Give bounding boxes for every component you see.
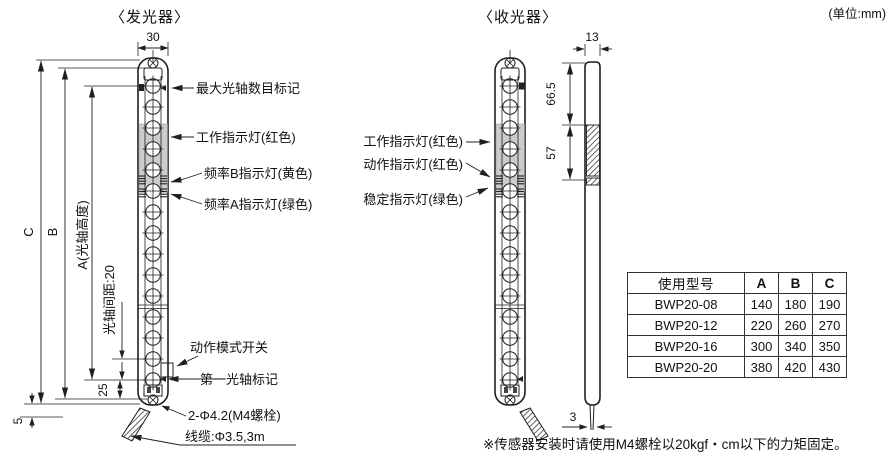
- receiver-top-bracket: [500, 67, 520, 81]
- receiver-front-view: [494, 50, 549, 442]
- receiver-bottom-bracket: [500, 384, 520, 397]
- receiver-callouts: 工作指示灯(红色) 动作指示灯(红色) 稳定指示灯(绿色): [363, 134, 491, 207]
- emitter-first-axis-mark-graphic: [160, 376, 166, 382]
- dim-57: 57: [544, 146, 558, 160]
- mounting-footnote: ※传感器安装时请使用M4螺栓以20kgf・cm以下的力矩固定。: [483, 437, 848, 452]
- dim-25: 25: [96, 383, 110, 397]
- dim-66-5: 66.5: [544, 82, 558, 106]
- emitter-bottom-bracket: [143, 384, 163, 397]
- table-cell-c: 270: [812, 314, 847, 336]
- label-cable: 线缆:Φ3.5,3m: [185, 429, 265, 444]
- table-cell-a: 220: [744, 314, 779, 336]
- dim-height-b: B: [45, 228, 60, 237]
- dim-side-width-13: 13: [585, 30, 599, 44]
- table-cell-model: BWP20-16: [627, 335, 745, 357]
- emitter-max-axis-mark-graphic: [139, 84, 144, 91]
- dim-height-c: C: [21, 227, 36, 236]
- receiver-first-axis-mark-graphic: [517, 376, 523, 382]
- emitter-dimensions: 30 C B A(光轴高度) 光轴间距:20 25 5: [11, 30, 169, 428]
- dim-axis-pitch: 光轴间距:20: [102, 265, 117, 335]
- table-row: BWP20-16 300 340 350: [627, 335, 847, 357]
- table-cell-c: 430: [812, 356, 847, 378]
- label-freq-b-led: 频率B指示灯(黄色): [204, 166, 312, 181]
- receiver-max-axis-mark-graphic: [519, 82, 525, 90]
- table-cell-b: 260: [778, 314, 813, 336]
- table-header-a: A: [744, 272, 779, 294]
- table-cell-a: 380: [744, 356, 779, 378]
- emitter-callouts: 最大光轴数目标记 工作指示灯(红色) 频率B指示灯(黄色) 频率A指示灯(绿色)…: [130, 81, 312, 446]
- receiver-cable-graphic: [519, 407, 549, 442]
- table-row: BWP20-12 220 260 270: [627, 314, 847, 336]
- table-cell-c: 350: [812, 335, 847, 357]
- table-header-c: C: [812, 272, 847, 294]
- table-cell-b: 420: [778, 356, 813, 378]
- emitter-front-view: [121, 50, 174, 442]
- dim-5: 5: [11, 417, 25, 424]
- dim-cable-3: 3: [570, 410, 577, 424]
- dim-axis-height-a: A(光轴高度): [75, 200, 90, 269]
- table-row: BWP20-20 380 420 430: [627, 356, 847, 378]
- label-mode-switch: 动作模式开关: [190, 340, 268, 355]
- table-cell-c: 190: [812, 293, 847, 315]
- table-cell-model: BWP20-12: [627, 314, 745, 336]
- receiver-optical-axes: [499, 75, 521, 391]
- table-header-model: 使用型号: [627, 272, 745, 294]
- table-cell-model: BWP20-08: [627, 293, 745, 315]
- label-first-axis-mark: 第一光轴标记: [200, 372, 278, 387]
- table-row: BWP20-08 140 180 190: [627, 293, 847, 315]
- label-mounting-bolt: 2-Φ4.2(M4螺栓): [188, 408, 281, 423]
- side-body: [584, 61, 601, 406]
- receiver-title: 〈收光器〉: [478, 9, 558, 26]
- label-freq-a-led: 频率A指示灯(绿色): [204, 197, 312, 212]
- side-beam-window: [586, 124, 600, 177]
- receiver-bottom-screw: [504, 394, 516, 406]
- emitter-optical-axes: [142, 75, 164, 391]
- label-stability-led: 稳定指示灯(绿色): [363, 192, 463, 207]
- table-cell-b: 340: [778, 335, 813, 357]
- emitter-bottom-screw: [147, 394, 159, 406]
- receiver-side-view: 13 66.5 57 3: [544, 30, 612, 431]
- emitter-cable-graphic: [121, 407, 151, 442]
- label-receiver-work-led: 工作指示灯(红色): [363, 134, 463, 149]
- unit-note: (单位:mm): [828, 6, 886, 21]
- table-cell-a: 140: [744, 293, 779, 315]
- label-max-axis-mark: 最大光轴数目标记: [196, 81, 300, 96]
- table-header-b: B: [778, 272, 813, 294]
- table-cell-a: 300: [744, 335, 779, 357]
- table-header-row: 使用型号 A B C: [627, 272, 847, 294]
- table-cell-model: BWP20-20: [627, 356, 745, 378]
- label-emitter-work-led: 工作指示灯(红色): [196, 130, 296, 145]
- dim-width-30: 30: [146, 30, 160, 44]
- label-operation-led: 动作指示灯(红色): [363, 157, 463, 172]
- emitter-title: 〈发光器〉: [110, 9, 190, 26]
- emitter-mode-switch-graphic: [160, 362, 174, 378]
- model-table: 使用型号 A B C BWP20-08 140 180 190 BWP20-12…: [627, 272, 847, 378]
- table-cell-b: 180: [778, 293, 813, 315]
- emitter-top-bracket: [143, 67, 163, 81]
